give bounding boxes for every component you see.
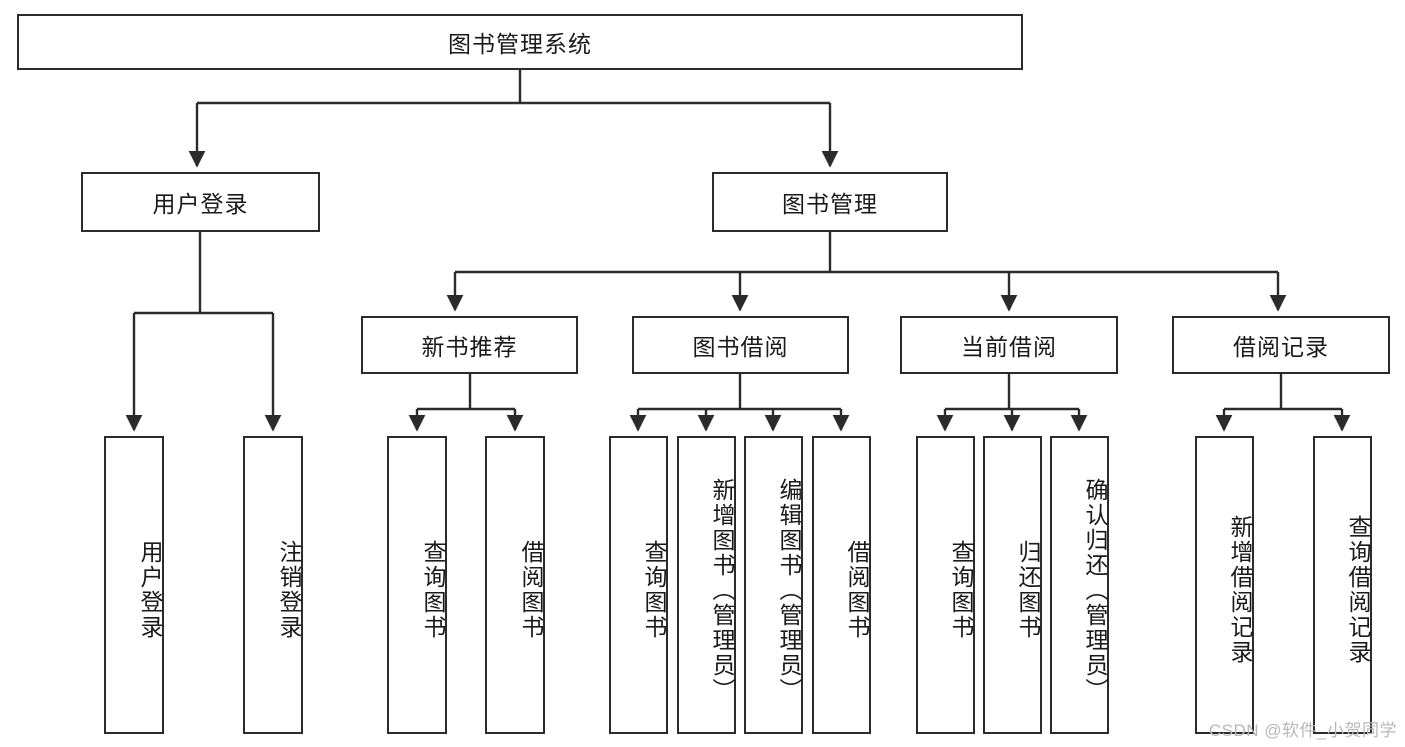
- leaf-edit-book-admin-label: 编辑图书（管理员）: [776, 477, 802, 703]
- leaf-borrow-book-nbr-label: 借阅图书: [518, 540, 544, 640]
- leaf-add-borrow-record[interactable]: 新增借阅记录: [1195, 436, 1254, 734]
- leaf-query-book-bb[interactable]: 查询图书: [609, 436, 668, 734]
- leaf-query-book-cb[interactable]: 查询图书: [916, 436, 975, 734]
- node-borrowing-record-label: 借阅记录: [1233, 334, 1329, 360]
- node-current-borrowing[interactable]: 当前借阅: [900, 316, 1118, 374]
- leaf-user-login-label: 用户登录: [137, 540, 163, 640]
- node-borrowing-record[interactable]: 借阅记录: [1172, 316, 1390, 374]
- node-new-book-recommendation[interactable]: 新书推荐: [361, 316, 578, 374]
- leaf-logout-label: 注销登录: [276, 540, 302, 640]
- leaf-confirm-return-admin-label: 确认归还（管理员）: [1082, 477, 1108, 703]
- node-book-borrowing[interactable]: 图书借阅: [632, 316, 849, 374]
- leaf-query-book-nbr-label: 查询图书: [420, 540, 446, 640]
- leaf-user-login[interactable]: 用户登录: [104, 436, 164, 734]
- leaf-borrow-book-bb[interactable]: 借阅图书: [812, 436, 871, 734]
- node-root[interactable]: 图书管理系统: [17, 14, 1023, 70]
- leaf-borrow-book-nbr[interactable]: 借阅图书: [485, 436, 545, 734]
- node-user-login-label: 用户登录: [152, 191, 249, 217]
- watermark: CSDN @软件_小贺同学: [1208, 721, 1397, 740]
- leaf-edit-book-admin[interactable]: 编辑图书（管理员）: [744, 436, 803, 734]
- node-current-borrowing-label: 当前借阅: [961, 334, 1057, 360]
- leaf-add-book-admin-label: 新增图书（管理员）: [709, 477, 735, 703]
- node-book-borrowing-label: 图书借阅: [692, 334, 789, 360]
- leaf-return-book-label: 归还图书: [1015, 540, 1041, 640]
- leaf-query-borrow-record-label: 查询借阅记录: [1345, 515, 1371, 665]
- node-user-login[interactable]: 用户登录: [81, 172, 320, 232]
- leaf-query-book-nbr[interactable]: 查询图书: [387, 436, 447, 734]
- leaf-query-borrow-record[interactable]: 查询借阅记录: [1313, 436, 1372, 734]
- leaf-return-book[interactable]: 归还图书: [983, 436, 1042, 734]
- leaf-query-book-cb-label: 查询图书: [948, 540, 974, 640]
- leaf-borrow-book-bb-label: 借阅图书: [844, 540, 870, 640]
- node-book-management-label: 图书管理: [782, 191, 878, 217]
- node-root-label: 图书管理系统: [448, 31, 592, 57]
- node-new-book-recommendation-label: 新书推荐: [421, 334, 518, 360]
- node-book-management[interactable]: 图书管理: [712, 172, 948, 232]
- leaf-add-book-admin[interactable]: 新增图书（管理员）: [677, 436, 736, 734]
- leaf-logout[interactable]: 注销登录: [243, 436, 303, 734]
- leaf-add-borrow-record-label: 新增借阅记录: [1227, 515, 1253, 665]
- leaf-query-book-bb-label: 查询图书: [641, 540, 667, 640]
- leaf-confirm-return-admin[interactable]: 确认归还（管理员）: [1050, 436, 1109, 734]
